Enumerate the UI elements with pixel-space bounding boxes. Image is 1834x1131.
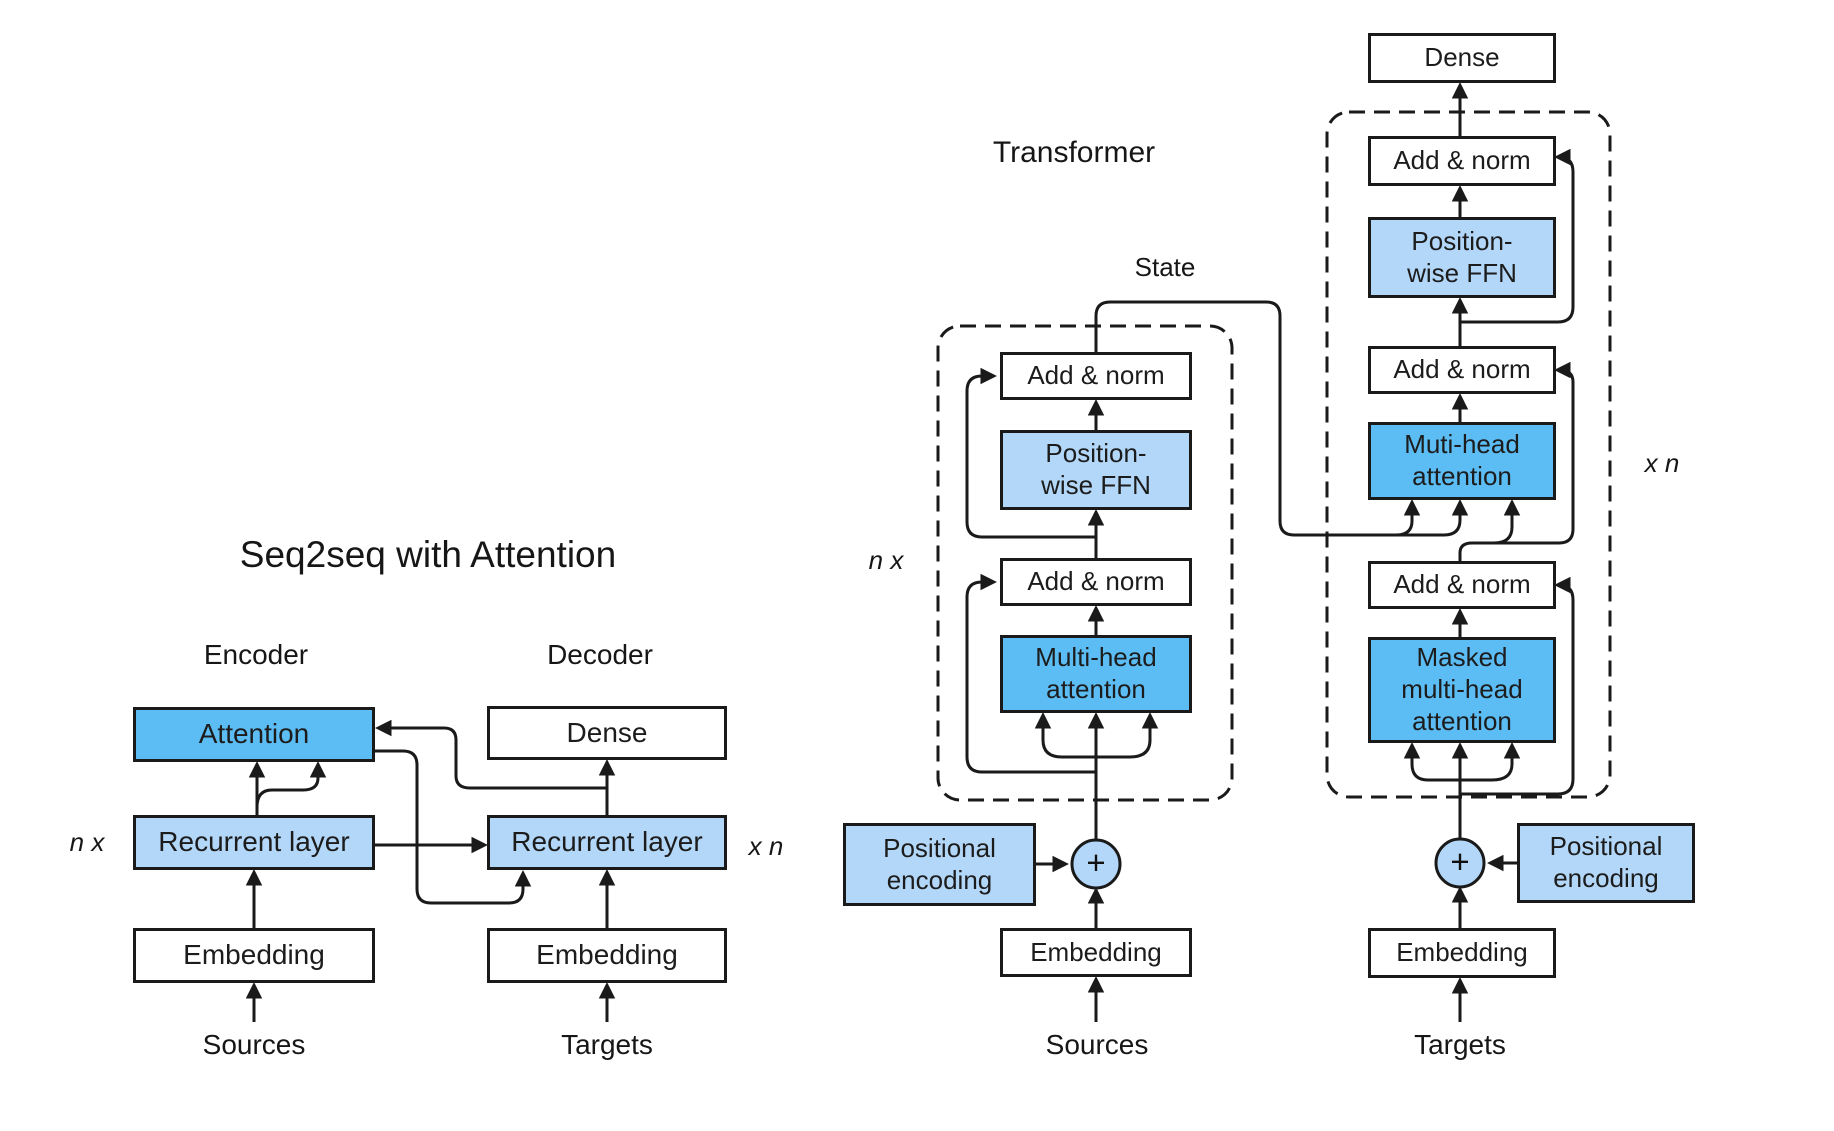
targets-label-transformer: Targets [1414, 1029, 1506, 1060]
positional-encoding-encoder-box: Positional encoding [843, 823, 1036, 906]
arrow-decoder-query-to-attention [375, 719, 607, 790]
seq2seq-title: Seq2seq with Attention [239, 534, 617, 575]
x-n-label-transformer: x n [1644, 448, 1680, 478]
query-and-residual-mha-dec [1458, 361, 1575, 561]
targets-label-left: Targets [561, 1029, 653, 1060]
embedding-encoder-left-box: Embedding [133, 928, 375, 983]
n-x-label-transformer: n x [868, 545, 904, 575]
add-norm-mid-decoder-box: Add & norm [1368, 346, 1556, 394]
state-label: State [1134, 252, 1196, 282]
positional-encoding-decoder-box: Positional encoding [1517, 823, 1695, 903]
masked-multi-head-attention-box: Masked multi-head attention [1368, 637, 1556, 743]
embedding-encoder-box: Embedding [1000, 928, 1192, 977]
transformer-title: Transformer [992, 136, 1156, 169]
arrow-mha-left-enc [1034, 712, 1096, 759]
residual-ffn-enc [965, 367, 1096, 539]
position-wise-ffn-decoder-box: Position- wise FFN [1368, 217, 1556, 298]
add-norm-top-encoder-box: Add & norm [1000, 352, 1192, 400]
sources-label-transformer: Sources [1045, 1029, 1149, 1060]
encoder-label: Encoder [203, 639, 309, 670]
query-branch-to-mha-dec [1493, 499, 1521, 545]
arrow-masked-right-dec [1460, 742, 1521, 782]
state-line-encoder-to-decoder [1094, 300, 1469, 537]
embedding-decoder-box: Embedding [1368, 928, 1556, 978]
decoder-label: Decoder [547, 639, 653, 670]
position-wise-ffn-encoder-box: Position- wise FFN [1000, 430, 1192, 510]
arrow-masked-left-dec [1403, 742, 1460, 782]
n-x-label-left: n x [69, 827, 105, 857]
add-norm-bottom-decoder-box: Add & norm [1368, 561, 1556, 609]
residual-ffn-dec [1460, 148, 1575, 324]
plus-circle-decoder [1434, 837, 1486, 889]
muti-head-attention-decoder-box: Muti-head attention [1368, 422, 1556, 500]
x-n-label-left: x n [748, 831, 784, 861]
arrow-attention-context-to-decoder [375, 749, 532, 905]
arrow-mha-right-enc [1096, 712, 1159, 759]
dense-left-box: Dense [487, 706, 727, 760]
encoder-repeat-dashed-box [936, 324, 1234, 802]
sources-label-left: Sources [202, 1029, 306, 1060]
attention-box: Attention [133, 707, 375, 762]
embedding-decoder-left-box: Embedding [487, 928, 727, 983]
recurrent-layer-decoder-box: Recurrent layer [487, 815, 727, 870]
dense-decoder-box: Dense [1368, 33, 1556, 83]
residual-masked-dec [1460, 576, 1575, 796]
add-norm-top-decoder-box: Add & norm [1368, 136, 1556, 186]
add-norm-bottom-encoder-box: Add & norm [1000, 558, 1192, 606]
residual-mha-enc [965, 573, 1096, 774]
recurrent-layer-encoder-box: Recurrent layer [133, 815, 375, 870]
plus-circle-encoder [1070, 838, 1122, 890]
plus-sign-decoder: + [1450, 843, 1470, 880]
multi-head-attention-encoder-box: Multi-head attention [1000, 635, 1192, 713]
arrow-recurrent-to-attention-2 [255, 761, 327, 808]
state-branch-to-mha-dec [1395, 499, 1421, 537]
plus-sign-encoder: + [1086, 844, 1106, 881]
